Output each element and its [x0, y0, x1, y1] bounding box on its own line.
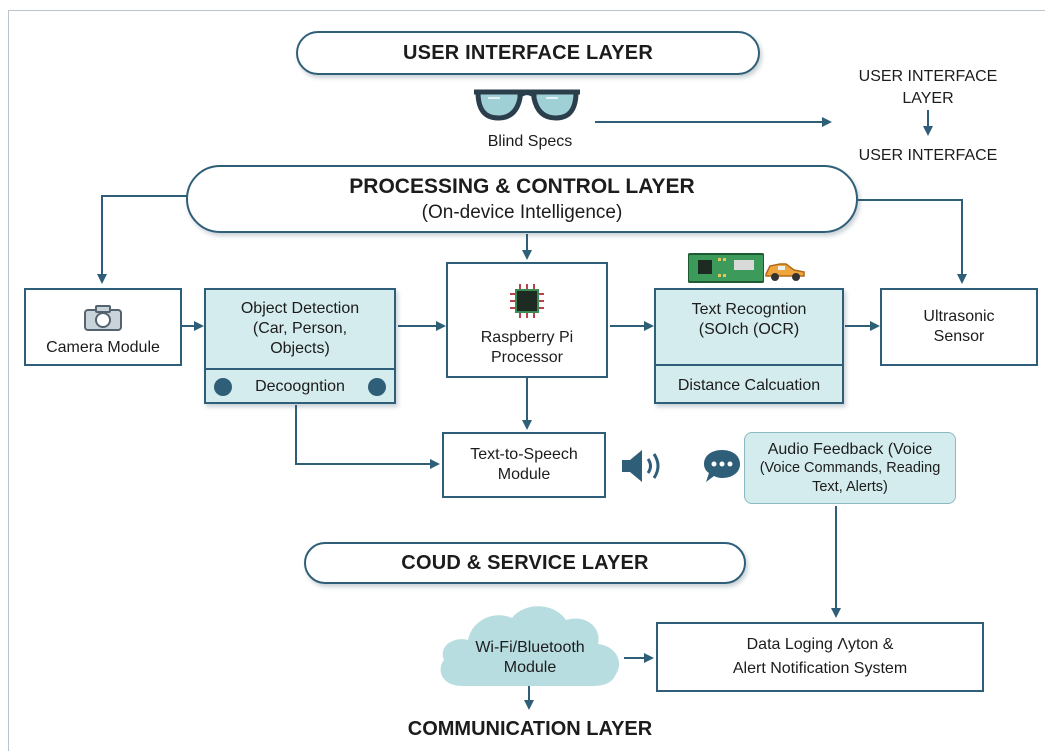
object-detection-box: Object Detection (Car, Person, Objects) …	[204, 288, 396, 404]
raspberry-pi-box: Raspberry Pi Processor	[446, 262, 608, 378]
ui-layer-side-label: USER INTERFACE LAYER	[858, 68, 998, 107]
ultrasonic-sensor-label: Ultrasonic Sensor	[923, 308, 995, 345]
ultrasonic-sensor-box: Ultrasonic Sensor	[880, 288, 1038, 366]
circuit-board-icon	[687, 252, 765, 289]
camera-module-label: Camera Module	[46, 339, 160, 356]
wifi-bluetooth-label: Wi-Fi/Bluetooth Module	[475, 639, 585, 676]
user-interface-layer-title: USER INTERFACE LAYER	[403, 41, 653, 64]
camera-icon	[84, 305, 122, 331]
dot-right-icon	[368, 378, 386, 396]
text-recognition-box: Text Recogntion (SOIch (OCR) Distance Ca…	[654, 288, 844, 404]
user-interface-layer-pill: USER INTERFACE LAYER	[296, 31, 760, 75]
audio-feedback-label: Audio Feedback (Voice (Voice Commands, R…	[759, 440, 941, 495]
car-icon	[764, 258, 806, 287]
arrow-processing-ultrasonic	[858, 199, 967, 284]
audio-feedback-box: Audio Feedback (Voice (Voice Commands, R…	[744, 432, 956, 504]
glasses-icon	[470, 84, 584, 126]
blind-specs-label: Blind Specs	[487, 133, 573, 150]
cloud-service-layer-pill: COUD & SERVICE LAYER	[304, 542, 746, 584]
cloud-service-layer-title: COUD & SERVICE LAYER	[401, 551, 649, 574]
communication-layer-title: COMMUNICATION LAYER	[407, 718, 653, 740]
chat-bubble-icon	[702, 448, 742, 489]
text-to-speech-box: Text-to-Speech Module	[442, 432, 606, 498]
data-logging-label: Data Loging Λyton & Alert Notification S…	[732, 636, 908, 677]
processing-layer-title: PROCESSING & CONTROL LAYER	[349, 174, 695, 198]
camera-module-box: Camera Module	[24, 288, 182, 366]
processing-layer-subtitle: (On-device Intelligence)	[421, 201, 623, 223]
chip-icon	[510, 284, 544, 318]
arrow-processing-camera	[97, 191, 194, 284]
text-recognition-label: Text Recogntion (SOIch (OCR)	[691, 301, 807, 338]
arrow-object-tts	[295, 405, 440, 469]
data-logging-box: Data Loging Λyton & Alert Notification S…	[656, 622, 984, 692]
dot-left-icon	[214, 378, 232, 396]
object-detection-label: Object Detection (Car, Person, Objects)	[240, 300, 360, 357]
decoognition-label: Decoogntion	[255, 378, 345, 395]
diagram-frame	[8, 10, 1045, 751]
speaker-icon	[620, 448, 668, 489]
distance-calculation-row: Distance Calcuation	[656, 364, 842, 406]
ui-side-label: USER INTERFACE	[858, 147, 998, 164]
distance-calculation-label: Distance Calcuation	[677, 377, 821, 394]
decoognition-row: Decoogntion	[206, 368, 394, 404]
wifi-bluetooth-cloud: Wi-Fi/Bluetooth Module	[432, 600, 628, 690]
processing-control-layer: PROCESSING & CONTROL LAYER (On-device In…	[186, 165, 858, 233]
raspberry-pi-label: Raspberry Pi Processor	[480, 329, 574, 366]
text-to-speech-label: Text-to-Speech Module	[470, 446, 578, 483]
